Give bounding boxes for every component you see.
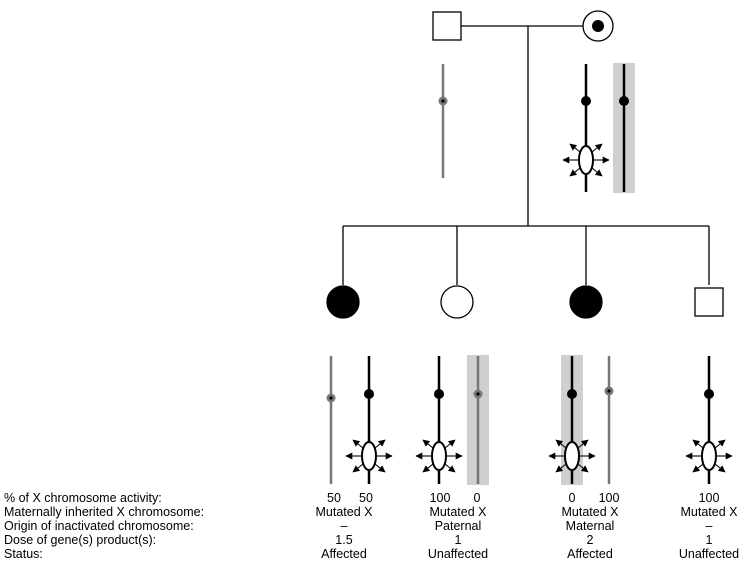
mutation-child1: [345, 439, 393, 473]
dose-value: 1: [455, 533, 462, 547]
maternal-x-value: Mutated X: [430, 505, 488, 519]
label-origin: Origin of inactivated chromosome:: [4, 519, 194, 533]
activity-value: 100: [599, 491, 620, 505]
child1-affected-female-symbol: [326, 285, 360, 319]
origin-value: Paternal: [435, 519, 482, 533]
centromere: [567, 389, 577, 399]
dose-value: 1: [706, 533, 713, 547]
child3-paternal-x-chromosome: [604, 356, 614, 484]
activity-value: 100: [699, 491, 720, 505]
maternal-x-value: Mutated X: [562, 505, 620, 519]
child2-unaffected-female-symbol: [440, 285, 474, 319]
mutation-child4: [685, 439, 733, 473]
child2-values: 100 0 Mutated X Paternal 1 Unaffected: [428, 491, 488, 561]
origin-value: Maternal: [566, 519, 615, 533]
father-x-chromosome: [438, 64, 448, 178]
child4-unaffected-male-symbol: [694, 287, 724, 317]
sibship: [342, 225, 710, 285]
father-symbol: [432, 11, 462, 41]
child3-affected-female-symbol: [569, 285, 603, 319]
row-labels: % of X chromosome activity: Maternally i…: [4, 491, 204, 561]
centromere: [364, 389, 374, 399]
centromere: [434, 389, 444, 399]
centromere: [619, 96, 629, 106]
centromere: [704, 389, 714, 399]
activity-value: 50: [327, 491, 341, 505]
origin-value: –: [706, 519, 713, 533]
mutation-mother: [562, 143, 610, 177]
status-value: Affected: [567, 547, 613, 561]
activity-value: 0: [569, 491, 576, 505]
label-activity: % of X chromosome activity:: [4, 491, 162, 505]
child3-values: 0 100 Mutated X Maternal 2 Affected: [562, 491, 620, 561]
child4-values: 100 Mutated X – 1 Unaffected: [679, 491, 739, 561]
mutation-child3: [548, 439, 596, 473]
maternal-x-value: Mutated X: [681, 505, 739, 519]
dose-value: 1.5: [335, 533, 352, 547]
child1-values: 50 50 Mutated X – 1.5 Affected: [316, 491, 374, 561]
parents: [432, 10, 614, 226]
centromere: [581, 96, 591, 106]
maternal-x-value: Mutated X: [316, 505, 374, 519]
label-status: Status:: [4, 547, 43, 561]
label-dose: Dose of gene(s) product(s):: [4, 533, 156, 547]
mother-normal-x-chromosome-inactivated: [613, 63, 635, 193]
child2-paternal-x-chromosome-inactivated: [467, 355, 489, 485]
status-value: Unaffected: [428, 547, 488, 561]
status-value: Affected: [321, 547, 367, 561]
label-maternal: Maternally inherited X chromosome:: [4, 505, 204, 519]
origin-value: –: [341, 519, 348, 533]
child1-paternal-x-chromosome: [326, 356, 336, 484]
activity-value: 50: [359, 491, 373, 505]
dose-value: 2: [587, 533, 594, 547]
activity-value: 0: [474, 491, 481, 505]
status-value: Unaffected: [679, 547, 739, 561]
activity-value: 100: [430, 491, 451, 505]
mutation-child2: [415, 439, 463, 473]
carrier-dot: [592, 20, 604, 32]
